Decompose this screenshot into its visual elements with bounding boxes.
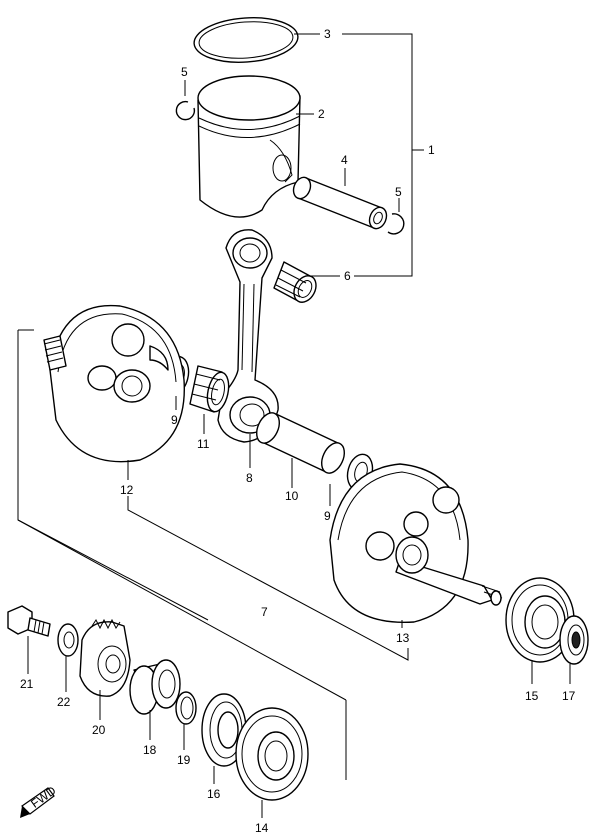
label-part-12: 12 xyxy=(120,483,134,497)
label-part-17: 17 xyxy=(562,689,576,703)
crank-web-right xyxy=(329,463,503,624)
fwd-label: FWD xyxy=(28,783,59,811)
piston xyxy=(197,75,301,218)
primary-drive-gear xyxy=(79,618,131,697)
label-part-15: 15 xyxy=(525,689,539,703)
label-part-1: 1 xyxy=(428,143,435,157)
crank-web-left xyxy=(43,304,185,463)
fwd-arrow-icon: FWD xyxy=(20,783,59,818)
bolt xyxy=(7,605,51,637)
label-part-5-top: 5 xyxy=(181,65,188,79)
label-part-9-left: 9 xyxy=(171,413,178,427)
bearing-right xyxy=(505,577,575,663)
label-part-18: 18 xyxy=(143,743,157,757)
crank-pin xyxy=(255,412,346,474)
lock-washer xyxy=(57,623,79,657)
label-part-13: 13 xyxy=(396,631,410,645)
label-part-8: 8 xyxy=(246,471,253,485)
spacer xyxy=(129,659,181,715)
bearing-left xyxy=(235,707,309,801)
label-part-11: 11 xyxy=(197,437,210,451)
label-part-3: 3 xyxy=(324,27,331,41)
label-part-14: 14 xyxy=(255,821,269,835)
label-part-9-right: 9 xyxy=(324,509,331,523)
label-part-5-right: 5 xyxy=(395,185,402,199)
label-part-6: 6 xyxy=(344,269,351,283)
label-part-4: 4 xyxy=(341,153,348,167)
part-labels: 3 1 5 2 4 5 6 9 11 8 12 10 9 7 13 21 22 … xyxy=(20,27,576,835)
label-part-2: 2 xyxy=(318,107,325,121)
circlip-right xyxy=(387,213,405,235)
label-part-10: 10 xyxy=(285,489,299,503)
label-part-20: 20 xyxy=(92,723,106,737)
oil-seal-right xyxy=(559,615,589,665)
label-part-19: 19 xyxy=(177,753,191,767)
needle-bearing-small xyxy=(273,261,317,303)
piston-pin xyxy=(292,176,388,230)
needle-bearing-big xyxy=(189,365,230,413)
connecting-rod xyxy=(217,229,279,443)
label-part-16: 16 xyxy=(207,787,221,801)
o-ring xyxy=(175,691,197,725)
piston-ring xyxy=(193,17,299,63)
label-part-7: 7 xyxy=(261,605,268,619)
circlip-top xyxy=(175,100,196,121)
leader-lines xyxy=(17,33,571,818)
label-part-21: 21 xyxy=(20,677,34,691)
label-part-22: 22 xyxy=(57,695,71,709)
